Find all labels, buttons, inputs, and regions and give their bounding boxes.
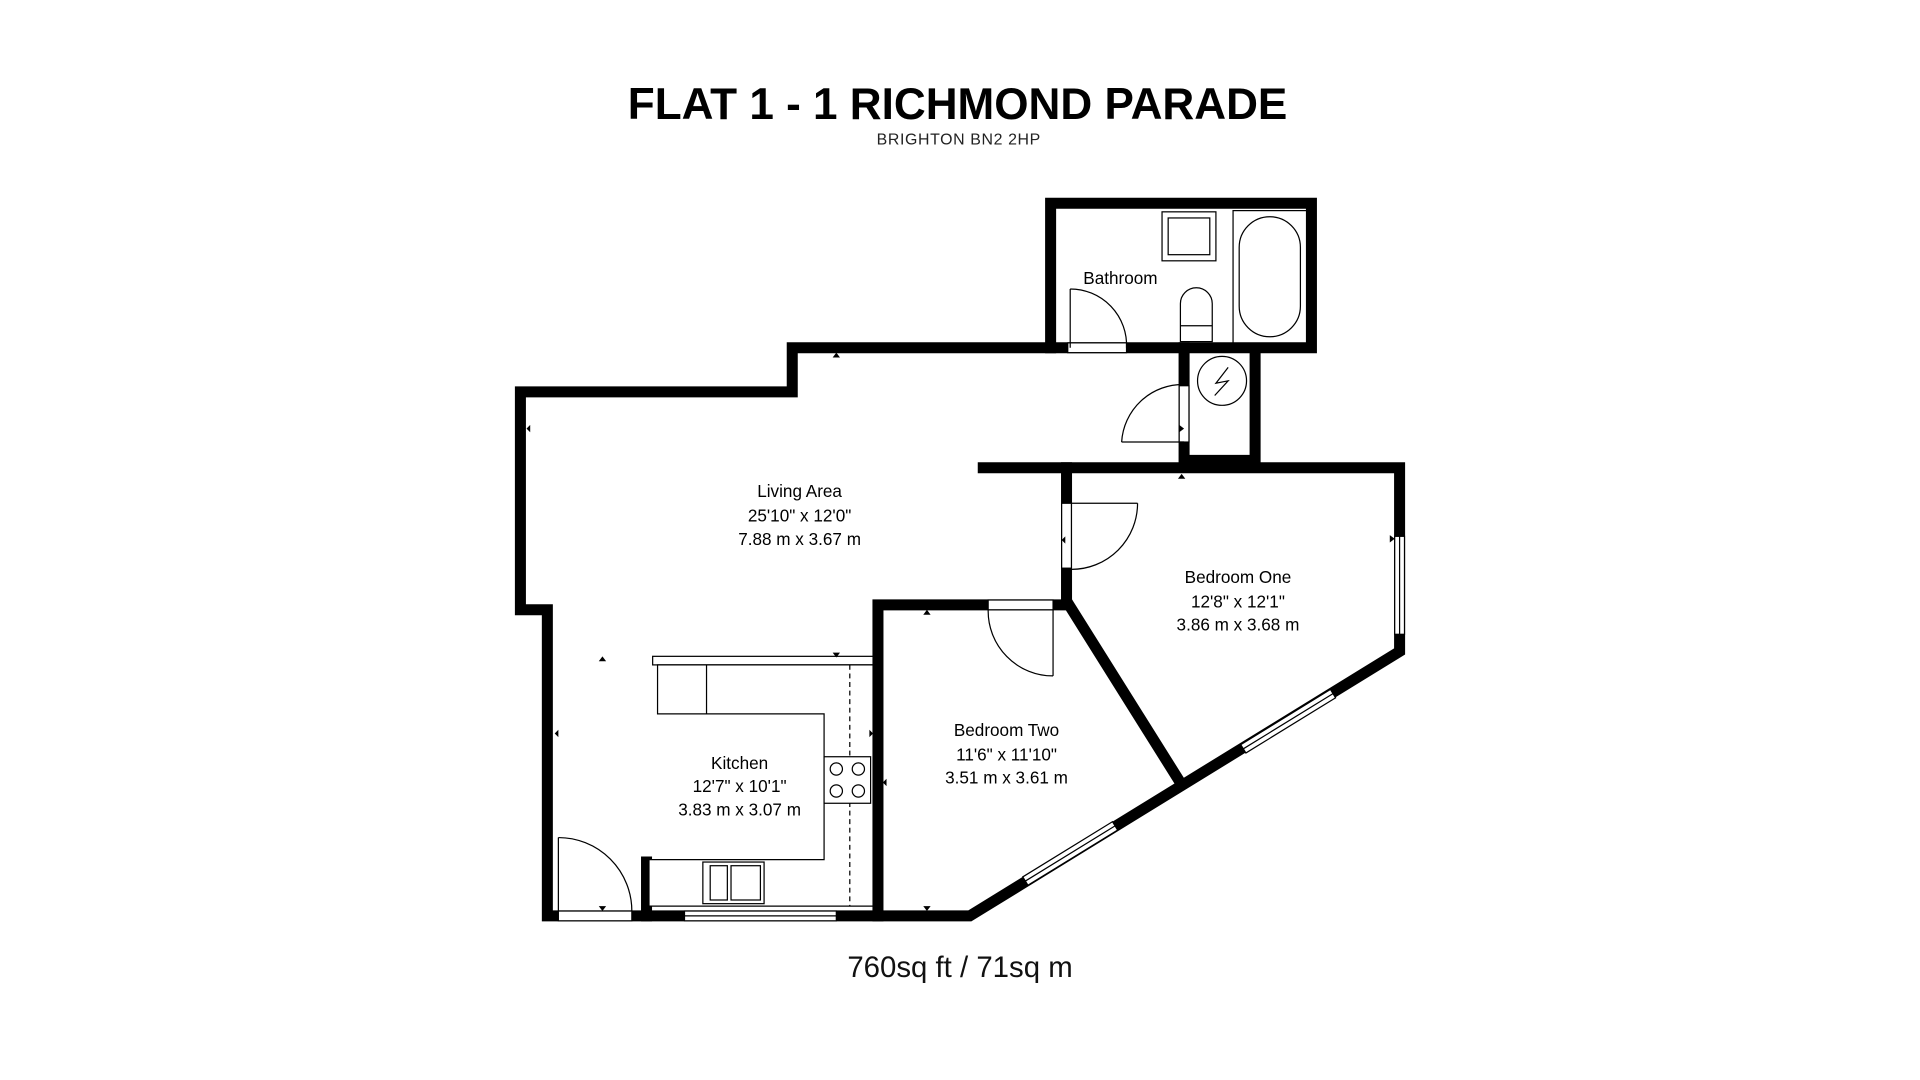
room-dims-metric-kitchen: 3.83 m x 3.07 m [678, 800, 801, 820]
toilet-icon [1179, 287, 1213, 343]
room-label-living-area: Living Area [757, 481, 842, 501]
page-title: FLAT 1 - 1 RICHMOND PARADE [628, 80, 1288, 129]
boiler-icon [1196, 355, 1248, 406]
room-dims-imperial-kitchen: 12'7" x 10'1" [693, 776, 787, 796]
room-label-bedroom-one: Bedroom One [1185, 567, 1292, 587]
room-dims-imperial-bedroom-one: 12'8" x 12'1" [1191, 591, 1285, 611]
room-label-bedroom-two: Bedroom Two [954, 720, 1059, 740]
room-dims-metric-bedroom-one: 3.86 m x 3.68 m [1177, 615, 1300, 635]
room-dims-imperial-living-area: 25'10" x 12'0" [748, 506, 851, 526]
windows [683, 535, 1406, 922]
room-dims-metric-bedroom-two: 3.51 m x 3.61 m [945, 768, 1068, 788]
room-dims-imperial-bedroom-two: 11'6" x 11'10" [956, 744, 1057, 764]
total-area: 760sq ft / 71sq m [847, 951, 1072, 984]
kitchen-counter [652, 655, 874, 666]
hob-icon [823, 756, 872, 804]
address-subtitle: BRIGHTON BN2 2HP [877, 131, 1041, 148]
doors [557, 288, 1190, 922]
room-label-bathroom: Bathroom [1083, 268, 1157, 288]
room-label-kitchen: Kitchen [711, 753, 768, 773]
room-dims-metric-living-area: 7.88 m x 3.67 m [738, 529, 861, 549]
fixtures [648, 210, 1308, 907]
